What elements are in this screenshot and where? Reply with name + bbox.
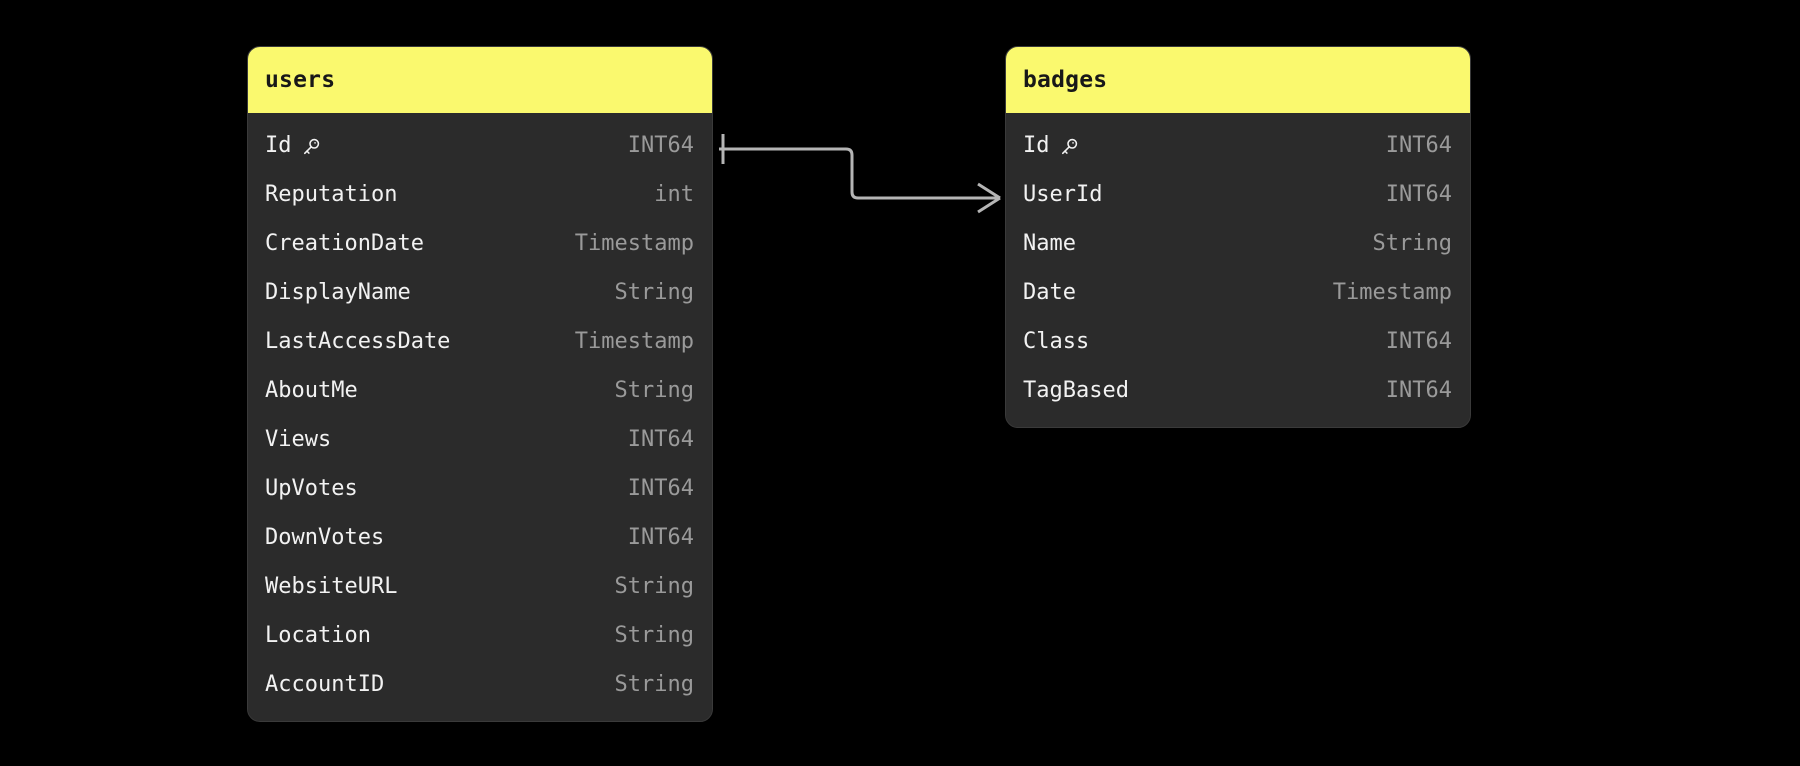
field-label: Reputation — [265, 181, 398, 207]
field-row-badges-name[interactable]: Name String — [1006, 219, 1470, 268]
entity-header-badges[interactable]: badges — [1006, 47, 1470, 113]
entity-title-users: users — [265, 66, 336, 93]
key-icon — [300, 136, 322, 158]
field-type: INT64 — [1385, 181, 1452, 207]
field-type: String — [614, 622, 694, 648]
entity-card-badges[interactable]: badges Id INT64 — [1005, 46, 1471, 428]
field-type: INT64 — [627, 426, 694, 452]
field-row-users-downvotes[interactable]: DownVotes INT64 — [248, 513, 712, 562]
field-label: Date — [1023, 279, 1076, 305]
field-label: Views — [265, 426, 332, 452]
field-row-users-websiteurl[interactable]: WebsiteURL String — [248, 562, 712, 611]
field-label: Id — [265, 132, 292, 158]
entity-header-users[interactable]: users — [248, 47, 712, 113]
field-label: Name — [1023, 230, 1076, 256]
entity-fields-badges: Id INT64 UserId INT64 — [1006, 113, 1470, 427]
cardinality-many-crowsfoot — [977, 182, 1001, 214]
field-name-wrapper: Id — [1023, 132, 1080, 158]
field-type: INT64 — [1385, 377, 1452, 403]
field-row-users-displayname[interactable]: DisplayName String — [248, 268, 712, 317]
field-type: String — [614, 279, 694, 305]
field-row-badges-id[interactable]: Id INT64 — [1006, 121, 1470, 170]
field-type: Timestamp — [574, 230, 694, 256]
entity-card-users[interactable]: users Id INT64 — [247, 46, 713, 722]
field-label: UpVotes — [265, 475, 358, 501]
field-type: INT64 — [627, 132, 694, 158]
relationship-users-badges[interactable] — [719, 134, 1001, 214]
field-name-wrapper: Id — [265, 132, 322, 158]
field-label: AboutMe — [265, 377, 358, 403]
field-row-users-accountid[interactable]: AccountID String — [248, 660, 712, 709]
field-type: INT64 — [1385, 132, 1452, 158]
field-row-users-location[interactable]: Location String — [248, 611, 712, 660]
field-label: CreationDate — [265, 230, 424, 256]
field-type: INT64 — [627, 475, 694, 501]
field-type: INT64 — [1385, 328, 1452, 354]
field-label: LastAccessDate — [265, 328, 451, 354]
field-label: Location — [265, 622, 371, 648]
field-row-badges-userid[interactable]: UserId INT64 — [1006, 170, 1470, 219]
entity-title-badges: badges — [1023, 66, 1108, 93]
field-row-badges-class[interactable]: Class INT64 — [1006, 317, 1470, 366]
field-row-users-upvotes[interactable]: UpVotes INT64 — [248, 464, 712, 513]
field-type: Timestamp — [574, 328, 694, 354]
field-row-badges-tagbased[interactable]: TagBased INT64 — [1006, 366, 1470, 415]
connector-line — [719, 147, 990, 200]
field-type: int — [654, 181, 694, 207]
field-row-users-aboutme[interactable]: AboutMe String — [248, 366, 712, 415]
field-row-badges-date[interactable]: Date Timestamp — [1006, 268, 1470, 317]
field-row-users-lastaccessdate[interactable]: LastAccessDate Timestamp — [248, 317, 712, 366]
entity-fields-users: Id INT64 Reputation int — [248, 113, 712, 721]
field-type: String — [614, 573, 694, 599]
field-label: TagBased — [1023, 377, 1129, 403]
field-label: DisplayName — [265, 279, 411, 305]
field-label: DownVotes — [265, 524, 385, 550]
field-row-users-reputation[interactable]: Reputation int — [248, 170, 712, 219]
field-label: Id — [1023, 132, 1050, 158]
field-type: INT64 — [627, 524, 694, 550]
field-label: UserId — [1023, 181, 1103, 207]
field-type: String — [614, 377, 694, 403]
field-label: AccountID — [265, 671, 385, 697]
field-label: WebsiteURL — [265, 573, 398, 599]
field-type: String — [1372, 230, 1452, 256]
field-type: Timestamp — [1332, 279, 1452, 305]
field-row-users-id[interactable]: Id INT64 — [248, 121, 712, 170]
field-label: Class — [1023, 328, 1090, 354]
field-row-users-creationdate[interactable]: CreationDate Timestamp — [248, 219, 712, 268]
field-row-users-views[interactable]: Views INT64 — [248, 415, 712, 464]
field-type: String — [614, 671, 694, 697]
key-icon — [1058, 136, 1080, 158]
